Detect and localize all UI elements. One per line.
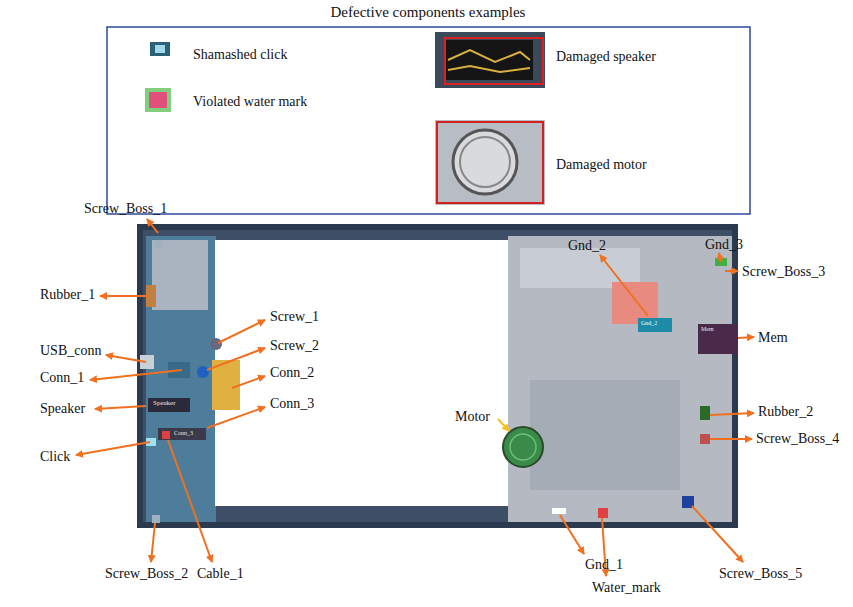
part-label: Cable_1 xyxy=(197,566,244,581)
phone-board xyxy=(137,224,738,528)
part-label: Speaker xyxy=(40,401,85,416)
part-label: Screw_Boss_3 xyxy=(742,264,825,279)
leader-arrow xyxy=(76,219,754,576)
part-label: Water_mark xyxy=(592,580,661,595)
part-label: Gnd_3 xyxy=(705,237,743,252)
legend-title: Defective components examples xyxy=(331,4,526,21)
part-label: Mem xyxy=(758,330,788,345)
part-label: Rubber_1 xyxy=(40,287,95,302)
part-label: Screw_Boss_5 xyxy=(719,566,802,581)
part-label: Conn_3 xyxy=(270,396,314,411)
part-label: Conn_2 xyxy=(270,365,314,380)
part-label: Screw_Boss_1 xyxy=(84,201,167,216)
legend-text: Damaged speaker xyxy=(556,49,656,64)
part-label: Screw_Boss_4 xyxy=(756,431,839,446)
legend-frame xyxy=(107,27,750,214)
legend-text: Damaged motor xyxy=(556,157,647,172)
legend-text: Violated water mark xyxy=(193,94,307,109)
part-label: Gnd_2 xyxy=(568,238,606,253)
part-label: Gnd_1 xyxy=(585,557,623,572)
board-print: Gnd_2 xyxy=(641,320,657,327)
board-print: Mem xyxy=(701,326,714,333)
part-label: Conn_1 xyxy=(40,370,84,385)
part-label: Screw_Boss_2 xyxy=(105,566,188,581)
board-print: Speaker xyxy=(153,400,176,408)
part-label: Click xyxy=(40,449,70,464)
board-print: Conn_3 xyxy=(174,430,193,437)
legend-sample xyxy=(145,32,545,205)
leader-arrow xyxy=(498,419,509,431)
part-label: Screw_2 xyxy=(270,338,319,353)
part-label: Screw_1 xyxy=(270,309,319,324)
legend-text: Shamashed click xyxy=(193,47,287,62)
part-label: Motor xyxy=(455,409,490,424)
part-label: USB_conn xyxy=(40,343,101,358)
part-label: Rubber_2 xyxy=(758,404,813,419)
